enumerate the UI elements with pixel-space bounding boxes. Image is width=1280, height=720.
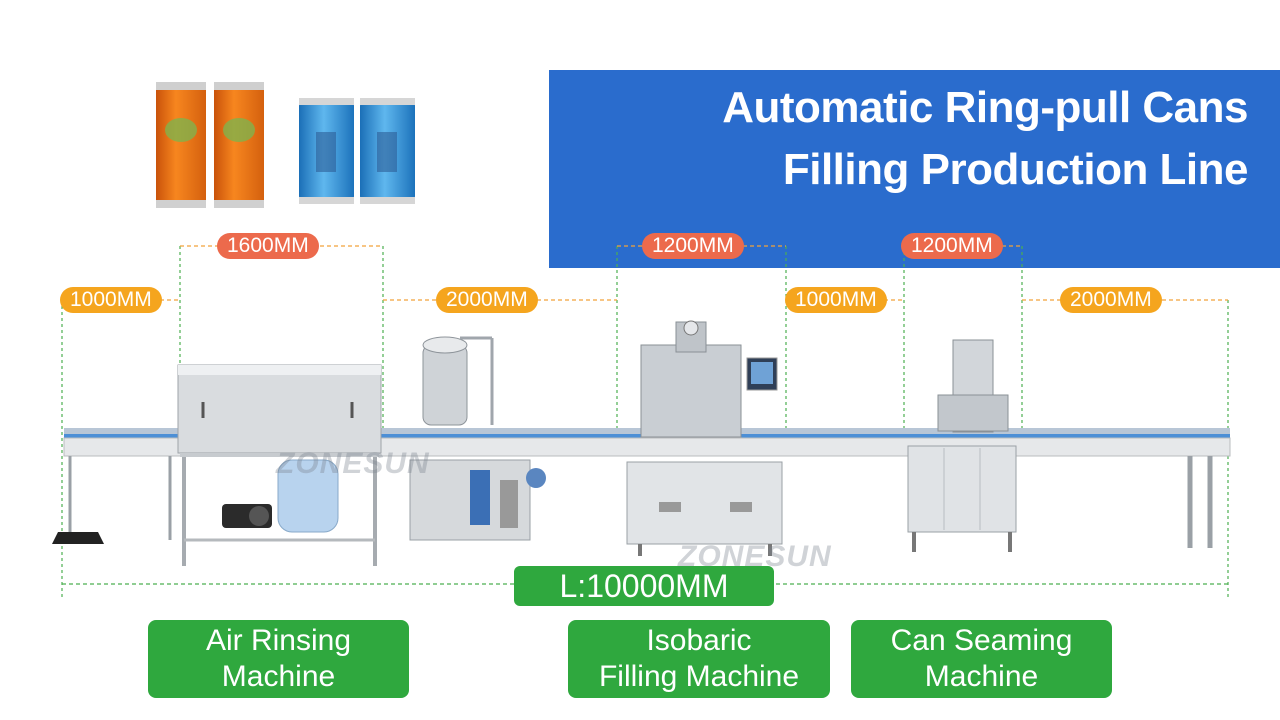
pressure-tank xyxy=(409,336,546,541)
orange-can xyxy=(214,82,264,208)
label-line: Can Seaming xyxy=(890,624,1073,657)
dimension-tag: 2000MM xyxy=(1060,287,1162,313)
isobaric-filling-machine xyxy=(626,320,783,556)
orange-can xyxy=(156,82,206,208)
dimension-tag: 1000MM xyxy=(60,287,162,313)
label-line: Isobaric xyxy=(646,624,752,657)
dimension-tag: 1200MM xyxy=(901,233,1003,259)
dimension-tag: 2000MM xyxy=(436,287,538,313)
dimension-tag: 1600MM xyxy=(217,233,319,259)
dimension-tag: 1200MM xyxy=(642,233,744,259)
label-line: Machine xyxy=(221,660,336,693)
label-line: Filling Machine xyxy=(598,660,800,693)
watermark: ZONESUN xyxy=(276,447,430,480)
label-line: Machine xyxy=(924,660,1039,693)
blue-can xyxy=(360,98,415,204)
air-rinsing-machine xyxy=(177,364,382,566)
label-line: Air Rinsing xyxy=(205,624,352,657)
title-line-1: Automatic Ring-pull Cans xyxy=(722,83,1248,132)
can-seaming-machine xyxy=(907,339,1017,552)
total-length-badge: L:10000MM xyxy=(514,566,774,606)
title-line-2: Filling Production Line xyxy=(782,145,1249,194)
blue-can xyxy=(299,98,354,204)
dimension-tag: 1000MM xyxy=(785,287,887,313)
